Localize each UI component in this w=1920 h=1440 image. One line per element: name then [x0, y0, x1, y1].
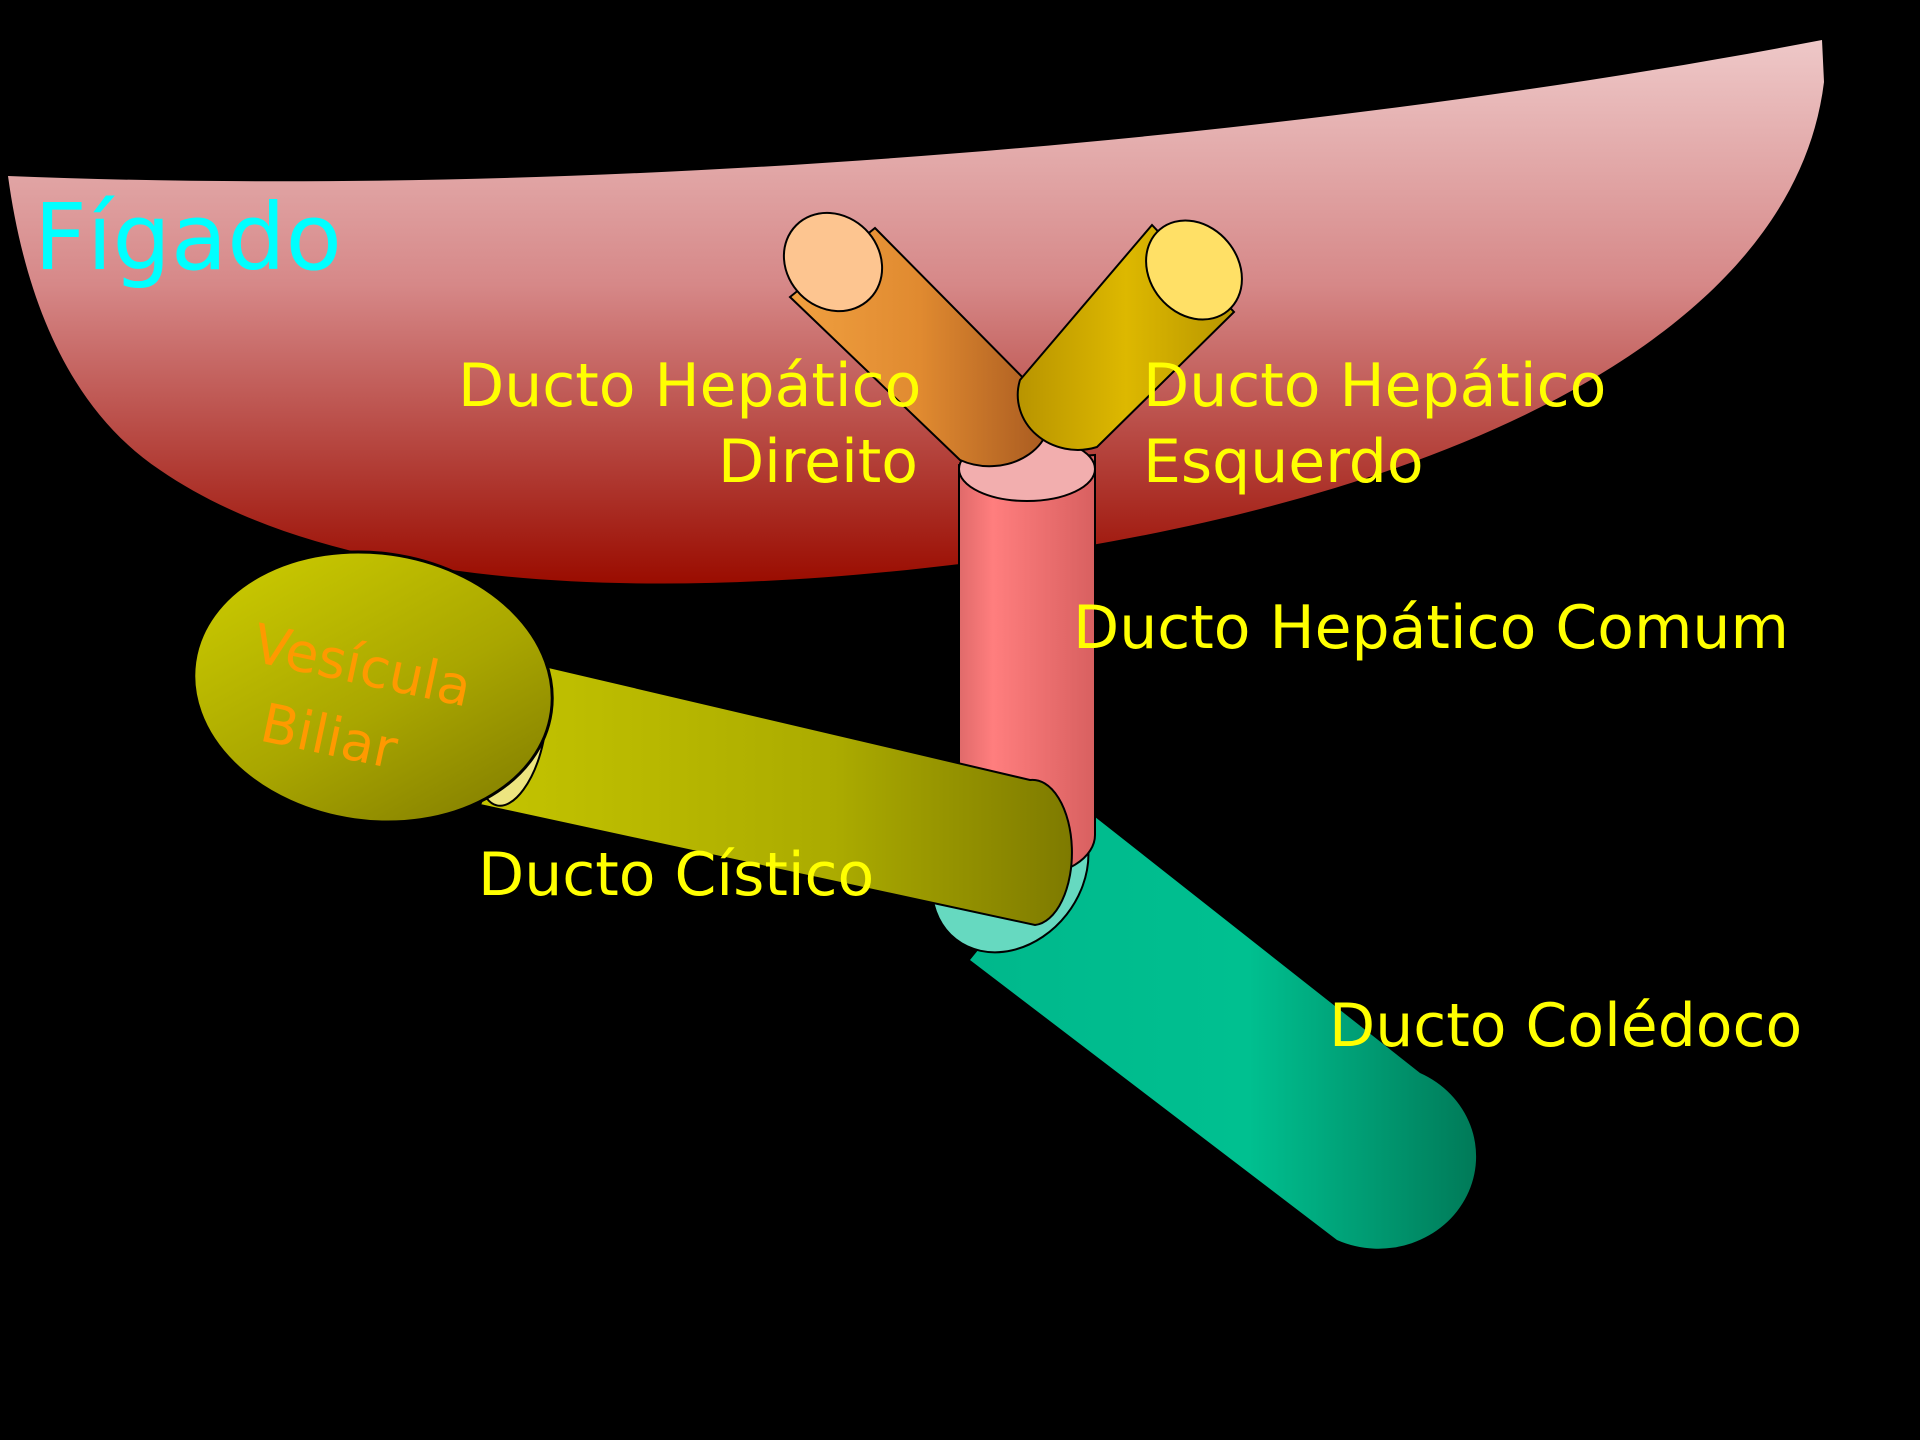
right-hepatic-duct-label: Ducto Hepático Direito	[458, 348, 918, 500]
liver-label: Fígado	[34, 186, 342, 290]
common-bile-duct-label: Ducto Colédoco	[1329, 988, 1802, 1064]
common-hepatic-duct-label: Ducto Hepático Comum	[1073, 590, 1789, 666]
right-hepatic-duct-label-line-2: Direito	[458, 424, 918, 500]
right-hepatic-duct-label-line-1: Ducto Hepático	[458, 348, 918, 424]
left-hepatic-duct-label-line-2: Esquerdo	[1143, 424, 1606, 500]
cystic-duct-label: Ducto Cístico	[478, 837, 874, 913]
left-hepatic-duct-label-line-1: Ducto Hepático	[1143, 348, 1606, 424]
left-hepatic-duct-label: Ducto Hepático Esquerdo	[1143, 348, 1606, 500]
